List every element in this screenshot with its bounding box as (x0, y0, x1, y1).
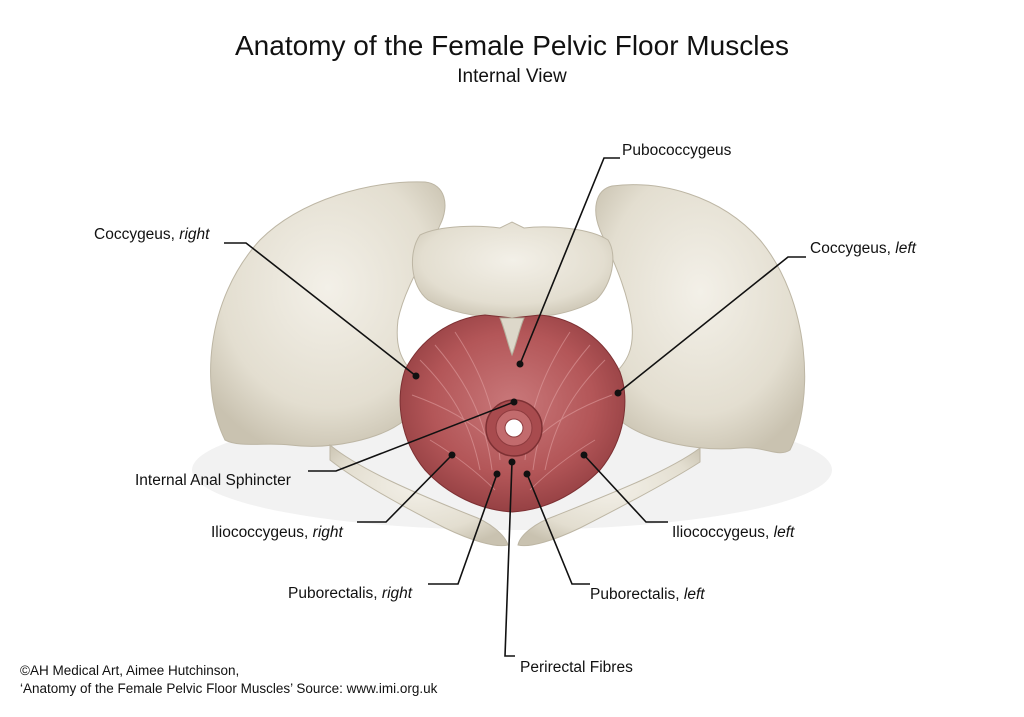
label-iliococcygeus-right-text: Iliococcygeus, (211, 524, 313, 541)
label-puborectalis-right-side: right (381, 585, 413, 602)
pubic-ramus-right (329, 443, 509, 547)
label-internal-anal-sphincter: Internal Anal Sphincter (135, 472, 291, 490)
label-puborectalis-left-text: Puborectalis, (590, 586, 684, 603)
dot-internal-anal-sphincter (510, 398, 518, 406)
label-perirectal-fibres: Perirectal Fibres (520, 659, 633, 677)
label-iliococcygeus-right: Iliococcygeus, right (211, 524, 343, 542)
diagram-subtitle: Internal View (457, 66, 567, 87)
label-iliococcygeus-left-text: Iliococcygeus, (672, 524, 774, 541)
leader-pubococcygeus (519, 157, 620, 365)
label-coccygeus-right: Coccygeus, right (94, 226, 209, 244)
label-pubococcygeus-text: Pubococcygeus (622, 142, 732, 159)
label-iliococcygeus-left: Iliococcygeus, left (672, 524, 794, 542)
dot-pubococcygeus (516, 360, 524, 368)
label-puborectalis-left-side: left (683, 586, 705, 603)
label-perirectal-fibres-text: Perirectal Fibres (520, 659, 633, 676)
dot-iliococcygeus-left (580, 451, 588, 459)
label-internal-anal-sphincter-text: Internal Anal Sphincter (135, 472, 291, 489)
leader-iliococcygeus-right (357, 454, 453, 523)
leader-dots (412, 360, 622, 478)
label-iliococcygeus-left-side: left (773, 524, 795, 541)
leader-puborectalis-right (428, 473, 498, 585)
label-coccygeus-right-side: right (179, 226, 210, 243)
pubic-ramus-left (517, 447, 701, 547)
copyright-credit: ©AH Medical Art, Aimee Hutchinson, ‘Anat… (20, 662, 437, 698)
label-iliococcygeus-right-side: right (312, 524, 343, 541)
sacrum (411, 221, 614, 319)
leader-coccygeus-right (224, 242, 417, 377)
leader-lines (224, 157, 806, 657)
leader-iliococcygeus-left (583, 454, 668, 523)
diagram-title: Anatomy of the Female Pelvic Floor Muscl… (235, 30, 789, 61)
label-pubococcygeus: Pubococcygeus (622, 142, 731, 160)
label-coccygeus-left-side: left (895, 240, 916, 257)
dot-coccygeus-right (412, 372, 420, 380)
label-coccygeus-left-text: Coccygeus, (810, 240, 896, 257)
leader-puborectalis-left (526, 473, 590, 585)
leader-internal-anal-sphincter (308, 401, 515, 472)
label-coccygeus-right-text: Coccygeus, (94, 226, 180, 243)
credit-line-2: ‘Anatomy of the Female Pelvic Floor Musc… (20, 681, 438, 696)
anal-canal-opening (504, 418, 524, 438)
leader-coccygeus-left (617, 256, 806, 394)
leader-perirectal-fibres (504, 461, 515, 657)
label-coccygeus-left: Coccygeus, left (810, 240, 916, 258)
label-puborectalis-left: Puborectalis, left (590, 586, 705, 604)
label-puborectalis-right-text: Puborectalis, (288, 585, 382, 602)
dot-coccygeus-left (614, 389, 622, 397)
ilium-left (595, 184, 806, 454)
coccyx (499, 317, 525, 357)
dot-puborectalis-left (523, 470, 531, 478)
label-puborectalis-right: Puborectalis, right (288, 585, 412, 603)
credit-line-1: ©AH Medical Art, Aimee Hutchinson, (20, 663, 240, 678)
dot-iliococcygeus-right (448, 451, 456, 459)
dot-perirectal-fibres (508, 458, 516, 466)
dot-puborectalis-right (493, 470, 501, 478)
